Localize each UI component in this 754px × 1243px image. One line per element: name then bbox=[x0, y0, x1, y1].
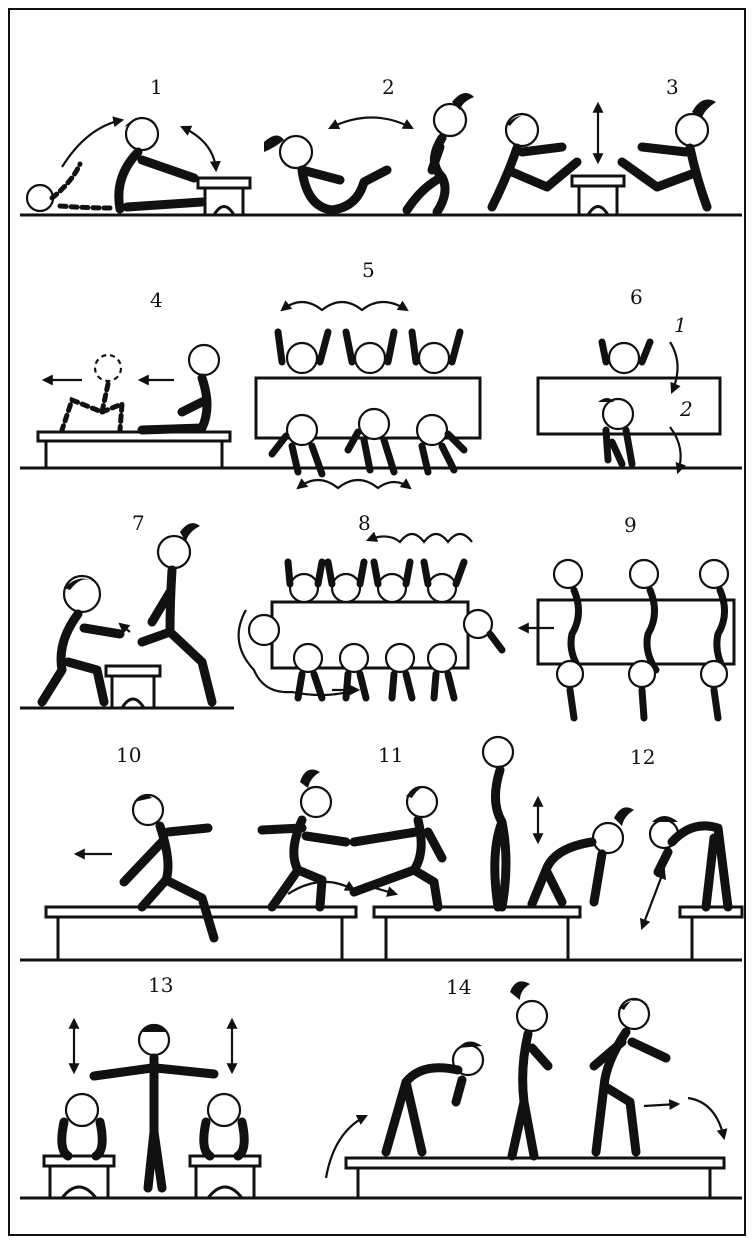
figures-5-bottom bbox=[272, 409, 464, 474]
row-5: 13 14 bbox=[20, 973, 742, 1198]
figure-14-running bbox=[594, 999, 666, 1152]
panel-label-13: 13 bbox=[148, 973, 173, 997]
exercise-illustration: 1 2 3 bbox=[10, 10, 746, 1236]
figure-12-standing bbox=[483, 737, 513, 907]
bench-3 bbox=[572, 176, 624, 215]
bench-7 bbox=[106, 666, 160, 708]
panel-label-4: 4 bbox=[150, 288, 163, 312]
figure-3-right bbox=[622, 100, 716, 207]
panel-label-9: 9 bbox=[624, 513, 637, 537]
panel-label-2: 2 bbox=[382, 75, 395, 99]
figure-2-tuck-sit bbox=[264, 135, 387, 210]
figure-1-lying bbox=[27, 164, 112, 211]
panel-label-8: 8 bbox=[358, 511, 371, 535]
panel-label-5: 5 bbox=[362, 258, 375, 282]
bench-10-11 bbox=[46, 907, 356, 960]
figure-14-upright bbox=[510, 981, 548, 1156]
figure-3-left bbox=[492, 114, 577, 207]
bench-1 bbox=[198, 178, 250, 215]
panel-label-10: 10 bbox=[116, 743, 141, 767]
figure-2-squat bbox=[407, 93, 474, 212]
figure-7-squat bbox=[42, 576, 120, 702]
wave-arrow-icon bbox=[282, 302, 407, 310]
bench-9 bbox=[538, 600, 734, 664]
figures-8-top bbox=[288, 562, 464, 602]
figure-4-ghost bbox=[62, 355, 122, 430]
bench-11-12 bbox=[374, 907, 580, 960]
figure-6-top bbox=[602, 342, 650, 373]
diagonal-arrow-icon bbox=[642, 870, 664, 928]
figure-12-squat bbox=[532, 807, 634, 904]
arrow-label-1: 1 bbox=[674, 313, 687, 337]
wave-arrow-icon bbox=[298, 480, 410, 488]
curved-arrow-icon bbox=[688, 1098, 724, 1138]
bench-4 bbox=[38, 432, 230, 468]
row-4: 10 11 12 bbox=[20, 737, 742, 960]
bench-12 bbox=[680, 907, 742, 960]
row-1: 1 2 3 bbox=[20, 75, 742, 215]
arrow-label-2: 2 bbox=[679, 397, 693, 421]
figure-13-left-crouch bbox=[62, 1094, 103, 1156]
panel-label-3: 3 bbox=[666, 75, 679, 99]
curved-arrow-icon bbox=[62, 120, 122, 167]
arrow-right-icon bbox=[644, 1104, 678, 1106]
bench-13-right bbox=[190, 1156, 260, 1198]
row-2: 4 5 6 bbox=[20, 258, 742, 488]
panel-label-1: 1 bbox=[150, 75, 163, 99]
panel-label-6: 6 bbox=[630, 285, 643, 309]
figure-11-right bbox=[354, 787, 442, 907]
double-arrow-icon bbox=[182, 127, 216, 170]
figures-5-top bbox=[278, 332, 460, 373]
panel-label-11: 11 bbox=[378, 743, 403, 767]
swing-arrow-icon bbox=[330, 118, 412, 129]
panel-label-7: 7 bbox=[132, 511, 145, 535]
illustration-frame: 1 2 3 bbox=[8, 8, 746, 1236]
bench-14 bbox=[346, 1158, 724, 1198]
figure-12-bent bbox=[650, 816, 728, 907]
wave-arrow-icon bbox=[368, 534, 472, 542]
figure-4-sitting bbox=[142, 345, 219, 430]
panel-label-12: 12 bbox=[630, 745, 655, 769]
figure-14-bent bbox=[386, 1041, 483, 1152]
row-3: 7 8 bbox=[20, 511, 734, 718]
bench-13-left bbox=[44, 1156, 114, 1198]
panel-label-14: 14 bbox=[446, 975, 471, 999]
figure-13-right-crouch bbox=[204, 1094, 245, 1156]
